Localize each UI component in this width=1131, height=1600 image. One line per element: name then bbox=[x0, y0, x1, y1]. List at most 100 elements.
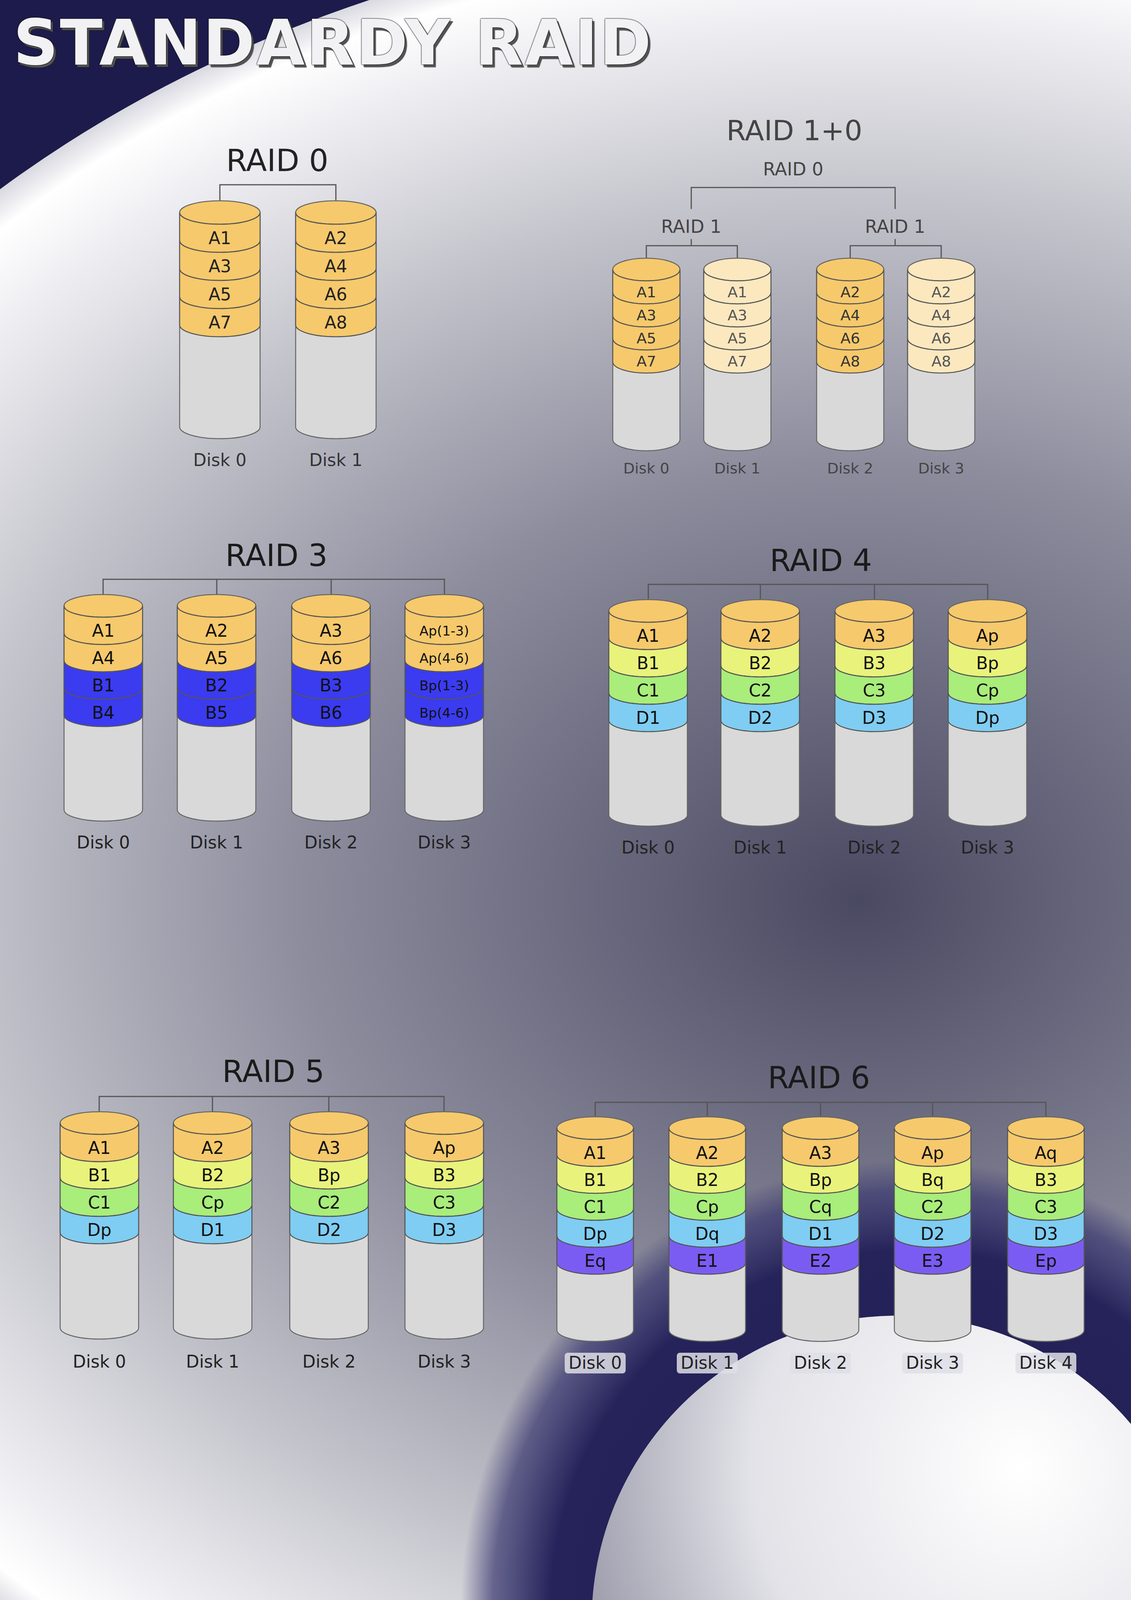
disk-cylinder: Disk 1A2B2CpD1 bbox=[173, 1111, 252, 1381]
stripe-block: Aq bbox=[1007, 1139, 1085, 1167]
stripe-band bbox=[64, 605, 143, 645]
disk-label-holder: Disk 2 bbox=[766, 1352, 875, 1374]
stripe-block: Dq bbox=[668, 1220, 746, 1247]
disk-cylinder: Disk 3ApBpCpDp bbox=[948, 599, 1027, 867]
background-ring bbox=[460, 1159, 1131, 1600]
stripe-block: A3 bbox=[782, 1139, 859, 1167]
block-label: B1 bbox=[87, 1161, 111, 1189]
disk-cylinder: Disk 2A3BpCqD1E2 bbox=[782, 1116, 859, 1382]
block-label: A3 bbox=[636, 303, 657, 327]
stripe-band bbox=[295, 296, 377, 337]
block-label: B6 bbox=[319, 699, 343, 727]
stripe-block: A3 bbox=[834, 622, 914, 650]
section-title: RAID 0 bbox=[226, 143, 329, 179]
disk-label: Disk 3 bbox=[417, 832, 471, 853]
block-label: C2 bbox=[317, 1188, 341, 1217]
stripe-block: Bp bbox=[948, 649, 1027, 677]
stripe-block: C2 bbox=[289, 1188, 369, 1217]
block-label: B5 bbox=[205, 699, 228, 727]
cylinder-body bbox=[177, 605, 256, 821]
stripe-band bbox=[404, 605, 484, 645]
block-label: A4 bbox=[91, 644, 115, 672]
disk-label-holder: Disk 0 bbox=[593, 837, 703, 859]
disk-cylinder: Disk 3ApBqC2D2E3 bbox=[894, 1116, 971, 1382]
block-label: Cp bbox=[975, 676, 999, 705]
disk-label: Disk 0 bbox=[623, 459, 670, 478]
stripe-band bbox=[894, 1235, 971, 1274]
stripe-band bbox=[612, 315, 680, 350]
stripe-band bbox=[894, 1127, 971, 1167]
disk-label: Disk 1 bbox=[676, 1352, 739, 1374]
disk-label-holder: Disk 0 bbox=[541, 1352, 650, 1374]
stripe-block: Ap bbox=[894, 1139, 971, 1167]
stripe-band bbox=[668, 1181, 746, 1221]
stripe-block: A2 bbox=[177, 617, 256, 645]
stripe-block: A2 bbox=[720, 622, 800, 650]
cylinder-body bbox=[291, 605, 371, 821]
stripe-block: Ap(1-3) bbox=[404, 617, 484, 645]
stripe-band bbox=[291, 605, 371, 645]
stripe-band bbox=[894, 1154, 971, 1194]
stripe-band bbox=[404, 633, 484, 672]
block-label: D1 bbox=[808, 1220, 833, 1247]
disk-label-holder: Disk 3 bbox=[878, 1352, 987, 1374]
block-label: C3 bbox=[432, 1188, 456, 1217]
stripe-band bbox=[612, 292, 680, 327]
stripe-block: A7 bbox=[179, 308, 261, 337]
stripe-block: Bp(4-6) bbox=[404, 699, 484, 727]
block-label: Ap(1-3) bbox=[419, 617, 470, 645]
block-label: A8 bbox=[931, 349, 951, 373]
block-label: A2 bbox=[748, 622, 772, 650]
block-label: Bp(4-6) bbox=[419, 699, 470, 727]
stripe-band bbox=[173, 1177, 252, 1217]
stripe-block: E2 bbox=[782, 1246, 859, 1274]
disk-cylinder: Disk 3A2A4A6A8 bbox=[907, 258, 975, 486]
disk-label-holder: Disk 2 bbox=[819, 837, 930, 859]
block-label: D2 bbox=[317, 1216, 342, 1244]
block-label: A2 bbox=[931, 280, 951, 304]
block-label: D2 bbox=[920, 1220, 945, 1247]
block-label: Ap(4-6) bbox=[419, 644, 470, 672]
disk-label: Disk 1 bbox=[733, 837, 787, 859]
section-title: RAID 0 bbox=[763, 158, 824, 180]
stripe-block: E3 bbox=[894, 1246, 971, 1274]
block-label: B3 bbox=[862, 649, 886, 677]
block-label: Bp bbox=[809, 1166, 832, 1194]
disk-label: Disk 3 bbox=[918, 459, 965, 478]
disk-cylinder: Disk 1A2A5B2B5 bbox=[177, 594, 256, 862]
stripe-block: A8 bbox=[295, 308, 377, 337]
stripe-block: E1 bbox=[668, 1246, 746, 1274]
stripe-band bbox=[720, 692, 800, 732]
stripe-band bbox=[64, 633, 143, 672]
stripe-block: A8 bbox=[907, 349, 975, 373]
stripe-block: D2 bbox=[289, 1216, 369, 1244]
stripe-block: D2 bbox=[720, 704, 800, 732]
disk-label: Disk 1 bbox=[185, 1351, 240, 1372]
stripe-block: C1 bbox=[556, 1193, 634, 1221]
stripe-block: A4 bbox=[295, 252, 377, 281]
stripe-band bbox=[1007, 1154, 1085, 1194]
cylinder-body bbox=[816, 269, 884, 451]
cylinder-body bbox=[907, 269, 975, 451]
stripe-block: Cq bbox=[782, 1193, 859, 1221]
stripe-block: Eq bbox=[556, 1246, 634, 1274]
stripe-block: A5 bbox=[177, 644, 256, 672]
stripe-band bbox=[179, 240, 261, 281]
block-label: D1 bbox=[636, 704, 661, 732]
disk-label: Disk 3 bbox=[902, 1352, 964, 1374]
section-title: RAID 1 bbox=[865, 216, 926, 238]
stripe-block: D3 bbox=[404, 1216, 484, 1244]
disk-label-holder: Disk 0 bbox=[164, 449, 276, 471]
block-label: B1 bbox=[583, 1166, 607, 1194]
stripe-band bbox=[948, 610, 1027, 650]
disk-label: Disk 1 bbox=[309, 449, 363, 471]
disk-label-holder: Disk 2 bbox=[800, 459, 900, 478]
stripe-band bbox=[782, 1154, 859, 1194]
stripe-block: A7 bbox=[612, 349, 680, 373]
disk-cylinder: Disk 2A3A6B3B6 bbox=[291, 594, 371, 862]
block-label: A8 bbox=[324, 308, 348, 337]
stripe-block: D1 bbox=[173, 1216, 252, 1244]
section-title: RAID 3 bbox=[225, 538, 328, 574]
stripe-band bbox=[289, 1177, 369, 1217]
stripe-band bbox=[816, 292, 884, 327]
